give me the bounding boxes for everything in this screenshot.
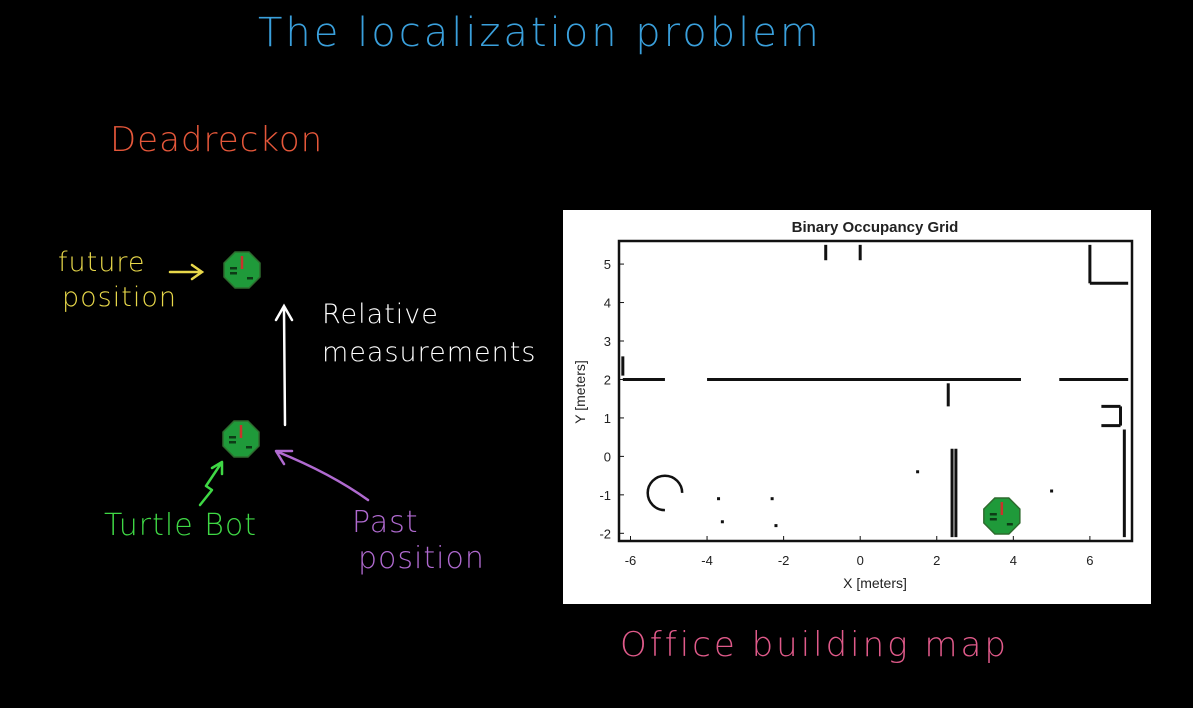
obstacle-speck [774,524,778,528]
obstacle-speck [1050,489,1054,493]
page-title: The localization problem [258,10,822,56]
y-tick-label: 0 [604,449,611,464]
y-tick-label: 5 [604,257,611,272]
future-position-label-line1: future [58,247,146,278]
x-tick-label: -6 [625,553,637,568]
occupancy-grid-svg: Binary Occupancy Grid X [meters] Y [mete… [572,219,1134,591]
x-tick-label: 0 [857,553,864,568]
x-tick-label: 6 [1086,553,1093,568]
past-position-label-line2: position [358,541,485,576]
y-tick-label: 2 [604,372,611,387]
y-tick-label: -2 [599,526,611,541]
y-tick-label: 3 [604,334,611,349]
relative-arrow-icon [274,303,294,427]
chart-title: Binary Occupancy Grid [792,219,959,236]
x-tick-label: -4 [701,553,713,568]
map-caption: Office building map [620,625,1009,665]
turtlebot-label: Turtle Bot [104,508,257,543]
obstacle-speck [770,497,774,501]
past-robot-icon [221,419,261,459]
x-axis-label: X [meters] [843,575,907,591]
obstacle-speck [717,497,721,501]
turtlebot-arrow-icon [198,460,224,507]
section-label: Deadreckon [110,120,324,160]
future-position-label-line2: position [62,282,177,313]
occupancy-grid-chart: Binary Occupancy Grid X [meters] Y [mete… [563,210,1151,604]
map-robot-icon [982,496,1022,536]
relative-measurements-label-line2: measurements [322,337,537,368]
y-tick-label: 4 [604,296,611,311]
map-border [617,239,1134,543]
obstacle-speck [916,470,920,474]
x-tick-label: -2 [778,553,790,568]
x-tick-label: 4 [1010,553,1017,568]
y-tick-label: 1 [604,411,611,426]
future-arrow-icon [168,263,205,281]
obstacle-speck [720,520,724,524]
relative-measurements-label-line1: Relative [322,299,439,330]
past-position-label-line1: Past [352,505,419,540]
past-arrow-icon [274,449,370,502]
future-robot-icon [222,250,262,290]
x-tick-label: 2 [933,553,940,568]
round-obstacle [646,474,684,512]
y-tick-label: -1 [599,488,611,503]
y-axis-label: Y [meters] [572,360,588,424]
